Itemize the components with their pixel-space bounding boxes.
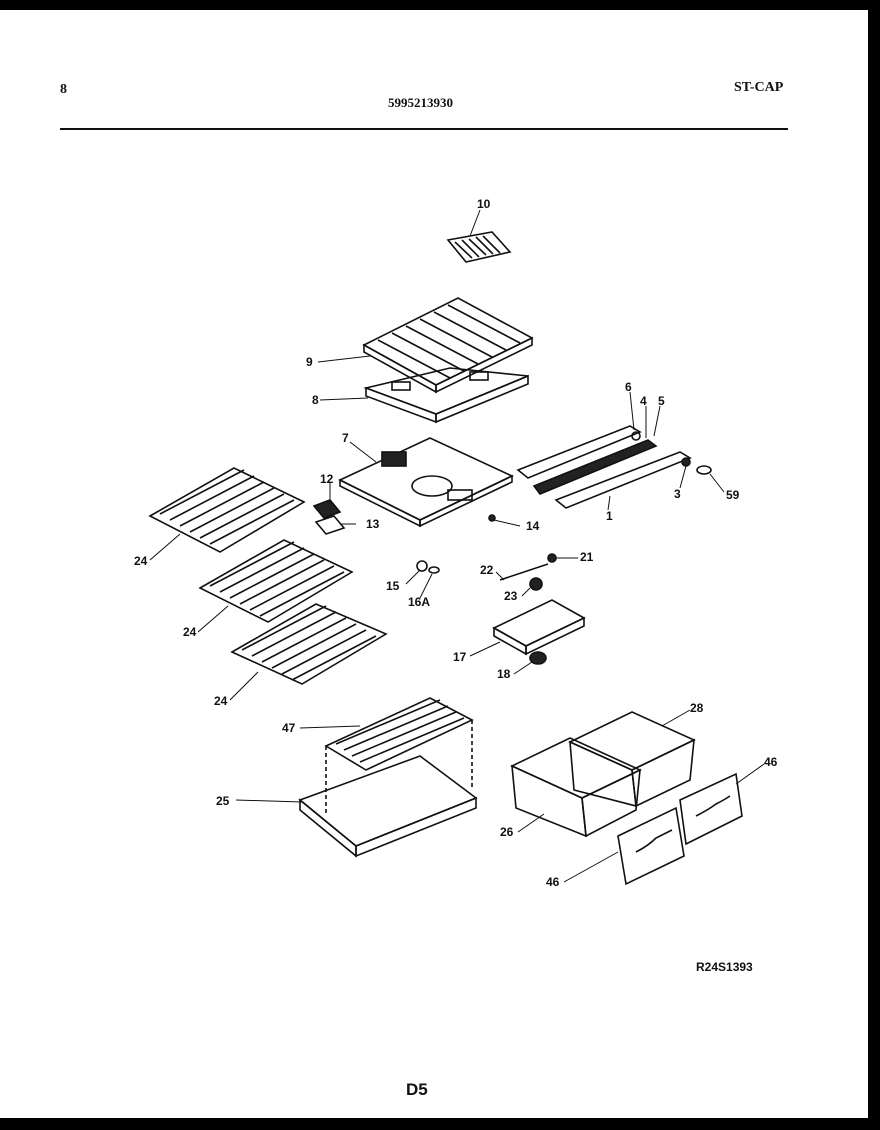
part-59-screw[interactable]: [696, 465, 712, 475]
part-16a-pin[interactable]: [428, 566, 440, 574]
callout-12: 12: [320, 472, 334, 486]
callout-59: 59: [726, 488, 740, 502]
part-13-bracket[interactable]: [314, 515, 346, 535]
callout-24-top: 24: [134, 554, 148, 568]
callout-8: 8: [312, 393, 319, 407]
section-label: D5: [406, 1080, 428, 1099]
part-1-rail[interactable]: [554, 451, 692, 509]
part-22-rod[interactable]: [499, 563, 549, 581]
callout-15: 15: [386, 579, 400, 593]
callout-14: 14: [526, 519, 540, 533]
callout-24-middle: 24: [183, 625, 197, 639]
callout-13: 13: [366, 517, 380, 531]
callout-10: 10: [477, 197, 491, 211]
part-10-grille[interactable]: [446, 231, 512, 263]
callout-9: 9: [306, 355, 313, 369]
catalog-code: ST-CAP: [734, 80, 784, 95]
callout-1: 1: [606, 509, 613, 523]
callout-22: 22: [480, 563, 494, 577]
model-number: 5995213930: [388, 95, 453, 110]
callout-26: 26: [500, 825, 514, 839]
callout-7: 7: [342, 431, 349, 445]
part-46-drawer-front-b[interactable]: [679, 772, 743, 846]
part-7-tray[interactable]: [338, 437, 514, 528]
part-28-crisper-drawer[interactable]: [568, 711, 696, 808]
part-46-drawer-front-a[interactable]: [617, 806, 685, 886]
part-15-hinge[interactable]: [416, 560, 428, 572]
part-6-rail[interactable]: [516, 425, 642, 479]
part-17-control-housing[interactable]: [492, 599, 586, 656]
callout-4: 4: [640, 394, 647, 408]
part-18-knob[interactable]: [529, 651, 547, 665]
part-24-wire-shelf-2[interactable]: [198, 539, 354, 623]
header-rule: [60, 128, 788, 130]
part-26-crisper-drawer[interactable]: [510, 737, 642, 838]
callout-46-right: 46: [764, 755, 778, 769]
part-12-bracket[interactable]: [312, 499, 342, 519]
callout-17: 17: [453, 650, 467, 664]
callout-24-bottom: 24: [214, 694, 228, 708]
part-47-crisper-cover[interactable]: [324, 697, 474, 771]
parts-sheet: [0, 10, 868, 1118]
part-14-screw[interactable]: [488, 514, 496, 522]
part-8-shelf-frame[interactable]: [363, 367, 529, 424]
part-23-knob[interactable]: [529, 577, 543, 591]
callout-28: 28: [690, 701, 704, 715]
callout-18: 18: [497, 667, 511, 681]
part-25-crisper-frame[interactable]: [298, 720, 478, 858]
part-9-shelf-cover[interactable]: [362, 297, 534, 394]
callout-46-left: 46: [546, 875, 560, 889]
callout-5: 5: [658, 394, 665, 408]
callout-23: 23: [504, 589, 518, 603]
callout-21: 21: [580, 550, 594, 564]
part-24-wire-shelf-1[interactable]: [148, 467, 306, 553]
callout-3: 3: [674, 487, 681, 501]
callout-47: 47: [282, 721, 296, 735]
callout-16a: 16A: [408, 595, 430, 609]
part-4-5-rail-assembly[interactable]: [532, 431, 658, 495]
page-number: 8: [60, 82, 67, 97]
callout-6: 6: [625, 380, 632, 394]
drawing-code: R24S1393: [696, 960, 753, 974]
leader-lines: [149, 209, 765, 883]
part-24-wire-shelf-3[interactable]: [230, 603, 388, 685]
part-3-clip[interactable]: [681, 457, 691, 467]
part-21-screw[interactable]: [547, 553, 557, 563]
callout-25: 25: [216, 794, 230, 808]
